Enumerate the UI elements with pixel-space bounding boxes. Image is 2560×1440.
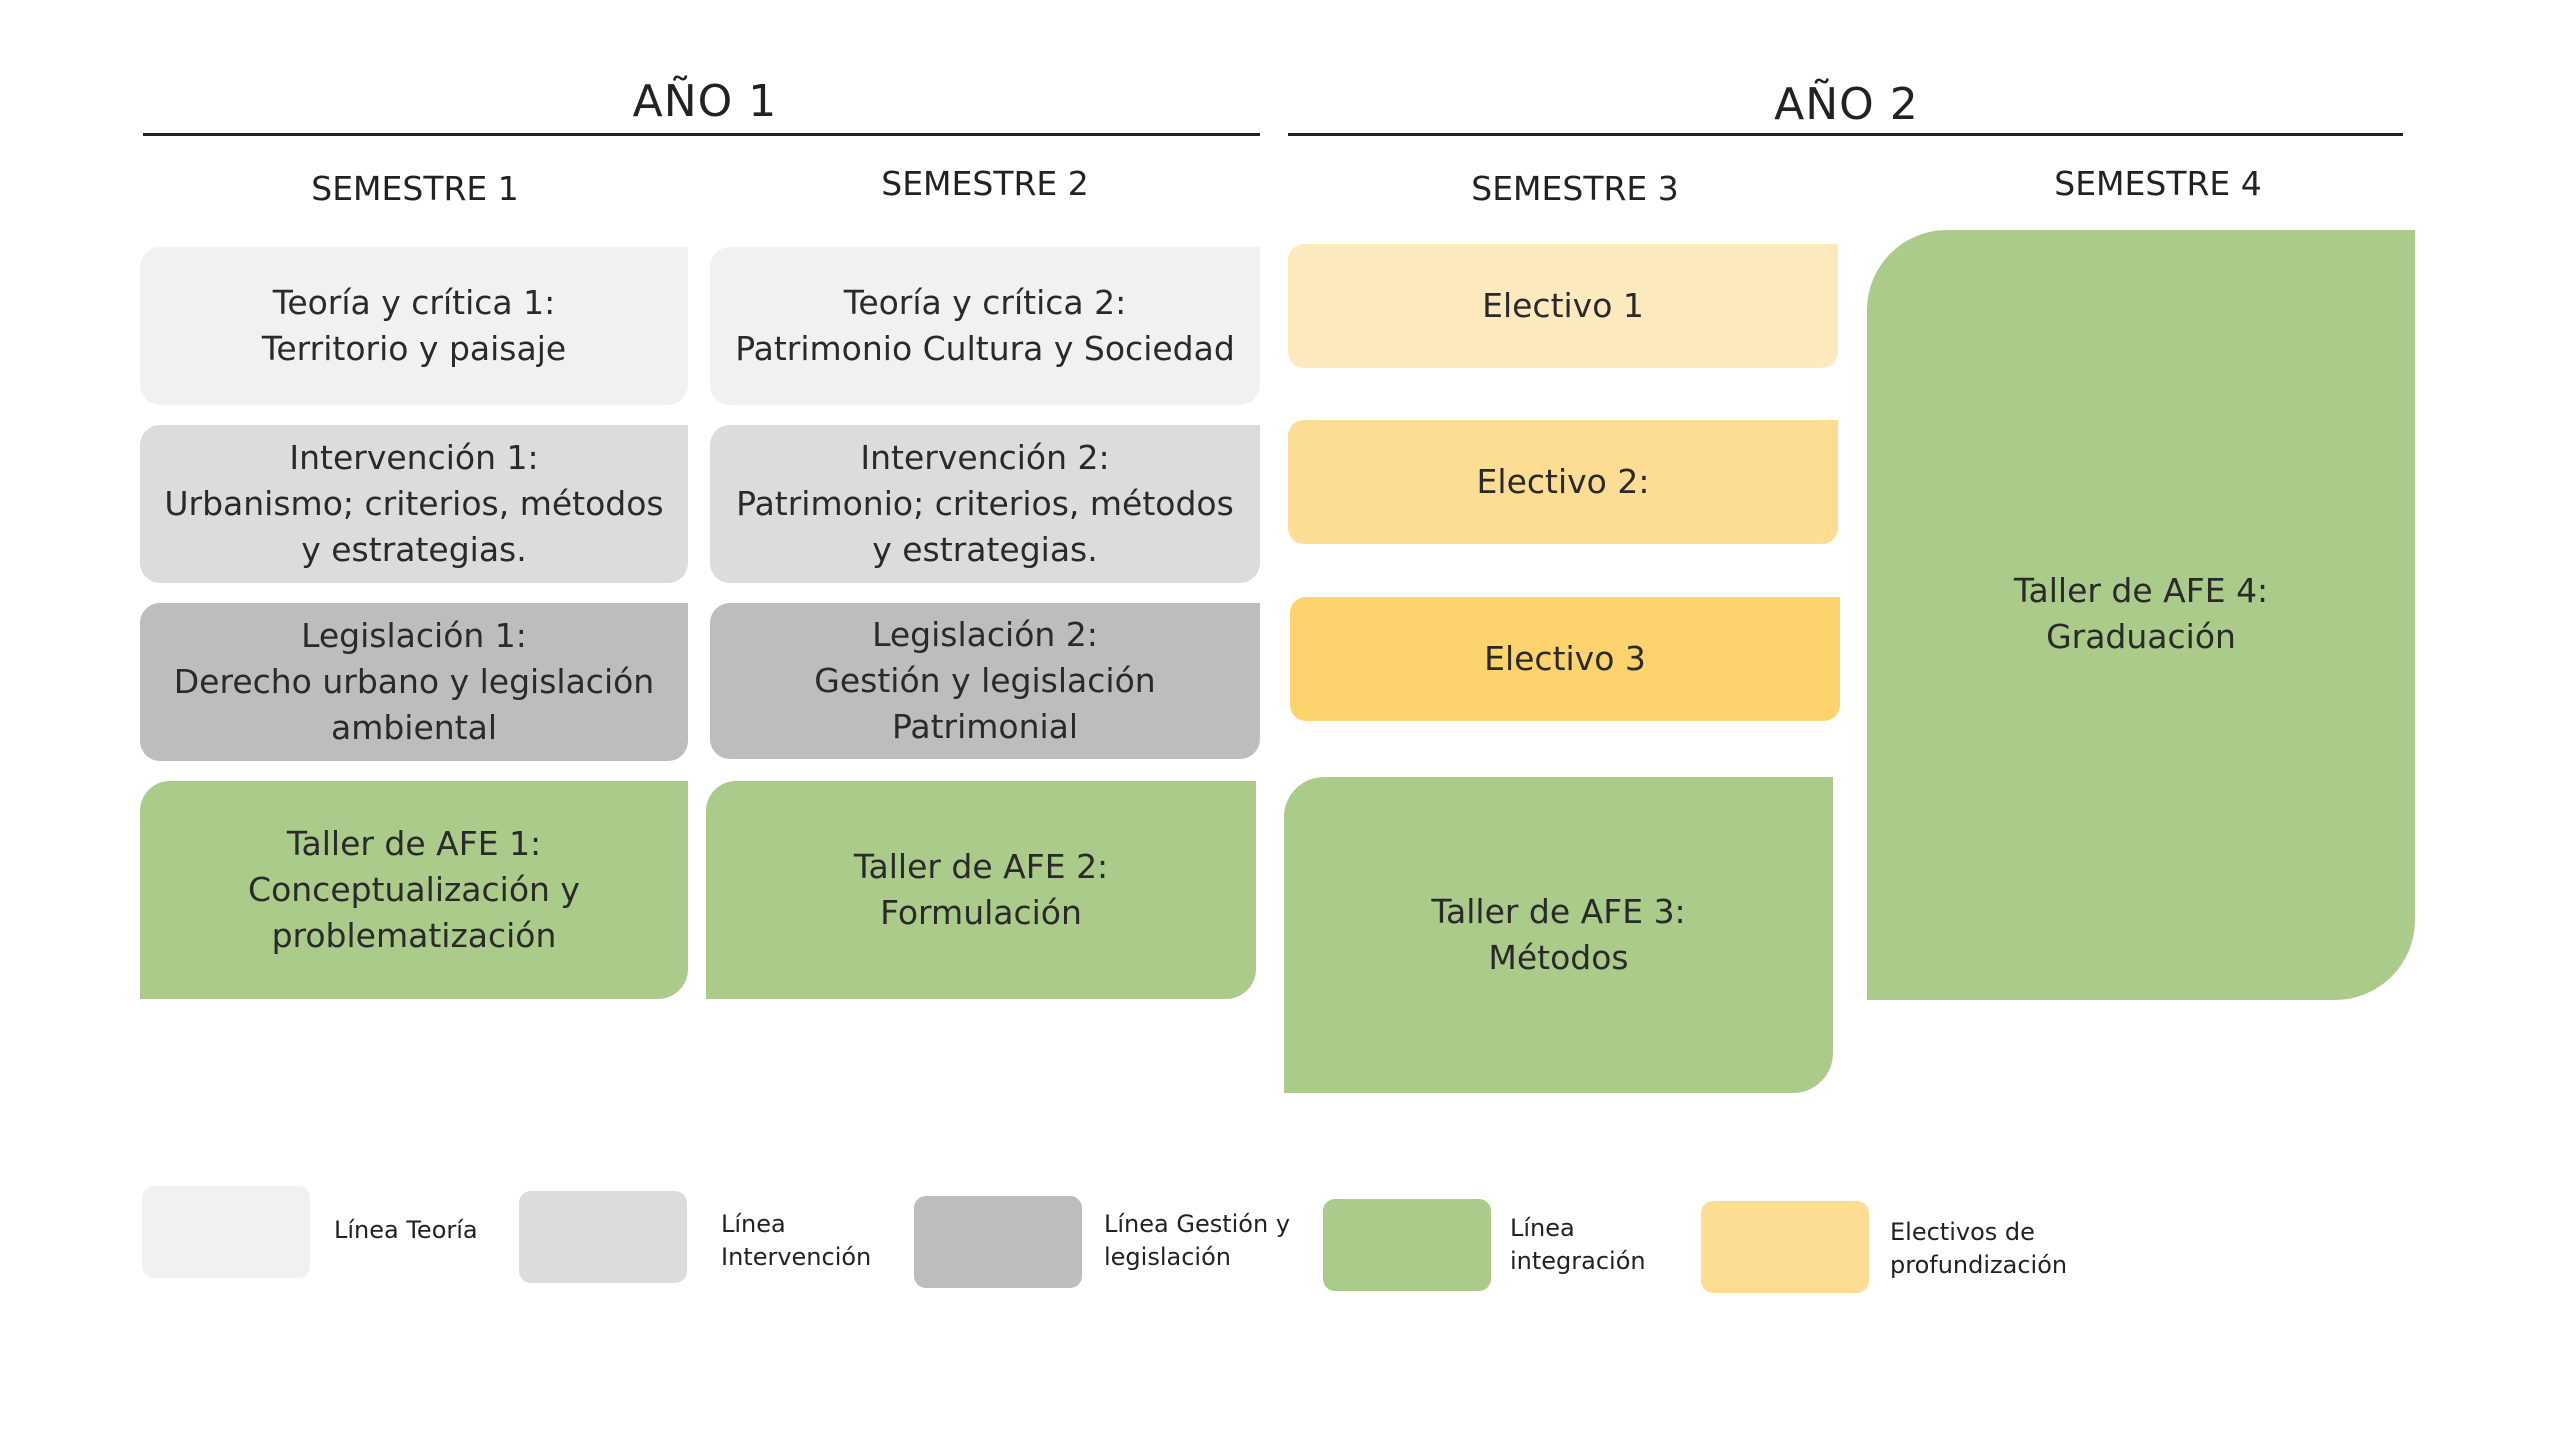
course-teoria-1: Teoría y crítica 1: Territorio y paisaje	[140, 247, 688, 405]
year-title-1: AÑO 1	[632, 76, 778, 127]
course-taller-2: Taller de AFE 2: Formulación	[706, 781, 1256, 999]
course-line: Patrimonio Cultura y Sociedad	[735, 329, 1235, 368]
course-line: Urbanismo; criterios, métodos	[164, 484, 664, 523]
course-line: Métodos	[1488, 938, 1629, 977]
legend-line: Línea	[1510, 1214, 1575, 1242]
legend-line: Línea Teoría	[334, 1216, 478, 1244]
course-line: Patrimonial	[891, 707, 1079, 746]
course-line: Patrimonio; criterios, métodos	[736, 484, 1234, 523]
course-line: y estrategias.	[872, 530, 1098, 569]
course-taller-3: Taller de AFE 3: Métodos	[1284, 777, 1833, 1093]
legend-swatch-integracion	[1323, 1199, 1491, 1291]
semester-title-3: SEMESTRE 3	[1471, 169, 1679, 208]
legend-label-integracion: Línea integración	[1510, 1212, 1646, 1278]
course-electivo-3: Electivo 3	[1290, 597, 1840, 721]
course-line: Intervención 1:	[289, 438, 539, 477]
legend-label-gestion: Línea Gestión y legislación	[1104, 1208, 1290, 1274]
course-intervencion-2: Intervención 2: Patrimonio; criterios, m…	[710, 425, 1260, 583]
course-line: Electivo 1	[1482, 286, 1644, 325]
course-line: Taller de AFE 2:	[853, 847, 1109, 886]
semester-title-1: SEMESTRE 1	[311, 169, 519, 208]
course-line: Intervención 2:	[860, 438, 1110, 477]
year-title-2: AÑO 2	[1774, 79, 1919, 130]
legend-line: Intervención	[721, 1243, 872, 1271]
course-line: Taller de AFE 3:	[1431, 892, 1686, 931]
course-line: problematización	[271, 916, 557, 955]
year-divider-2	[1288, 133, 2403, 136]
course-teoria-2: Teoría y crítica 2: Patrimonio Cultura y…	[710, 247, 1260, 405]
legend-line: Electivos de	[1890, 1218, 2035, 1246]
legend-line: Línea	[721, 1210, 786, 1238]
legend-line: Línea Gestión y	[1104, 1210, 1291, 1238]
course-intervencion-1: Intervención 1: Urbanismo; criterios, mé…	[140, 425, 688, 583]
course-line: Teoría y crítica 2:	[843, 283, 1127, 322]
legend-label-teoria: Línea Teoría	[334, 1214, 478, 1247]
legend-swatch-teoria	[142, 1186, 310, 1278]
course-taller-4: Taller de AFE 4: Graduación	[1867, 230, 2415, 1000]
course-line: Formulación	[880, 893, 1082, 932]
course-legislacion-1: Legislación 1: Derecho urbano y legislac…	[140, 603, 688, 761]
course-line: Teoría y crítica 1:	[272, 283, 556, 322]
course-line: Legislación 2:	[872, 615, 1098, 654]
course-line: Territorio y paisaje	[261, 329, 567, 368]
course-line: Derecho urbano y legislación	[173, 662, 655, 701]
legend-swatch-intervencion	[519, 1191, 687, 1283]
course-line: Legislación 1:	[301, 616, 527, 655]
legend-line: legislación	[1104, 1243, 1231, 1271]
course-line: ambiental	[330, 708, 498, 747]
year-divider-1	[143, 133, 1260, 136]
course-legislacion-2: Legislación 2: Gestión y legislación Pat…	[710, 603, 1260, 759]
course-line: Electivo 3	[1484, 639, 1646, 678]
legend-line: integración	[1510, 1247, 1646, 1275]
course-line: Electivo 2:	[1476, 462, 1650, 501]
course-line: Taller de AFE 4:	[2013, 571, 2269, 610]
course-line: y estrategias.	[301, 530, 527, 569]
legend-swatch-gestion	[914, 1196, 1082, 1288]
legend-label-electivos: Electivos de profundización	[1890, 1216, 2067, 1282]
course-line: Taller de AFE 1:	[286, 824, 542, 863]
course-taller-1: Taller de AFE 1: Conceptualización y pro…	[140, 781, 688, 999]
course-electivo-1: Electivo 1	[1288, 244, 1838, 368]
course-line: Gestión y legislación	[814, 661, 1156, 700]
legend-label-intervencion: Línea Intervención	[721, 1208, 871, 1274]
semester-title-2: SEMESTRE 2	[881, 164, 1089, 203]
semester-title-4: SEMESTRE 4	[2054, 164, 2262, 203]
course-line: Conceptualización y	[248, 870, 580, 909]
course-electivo-2: Electivo 2:	[1288, 420, 1838, 544]
legend-swatch-electivos	[1701, 1201, 1869, 1293]
legend-line: profundización	[1890, 1251, 2068, 1279]
course-line: Graduación	[2046, 617, 2236, 656]
